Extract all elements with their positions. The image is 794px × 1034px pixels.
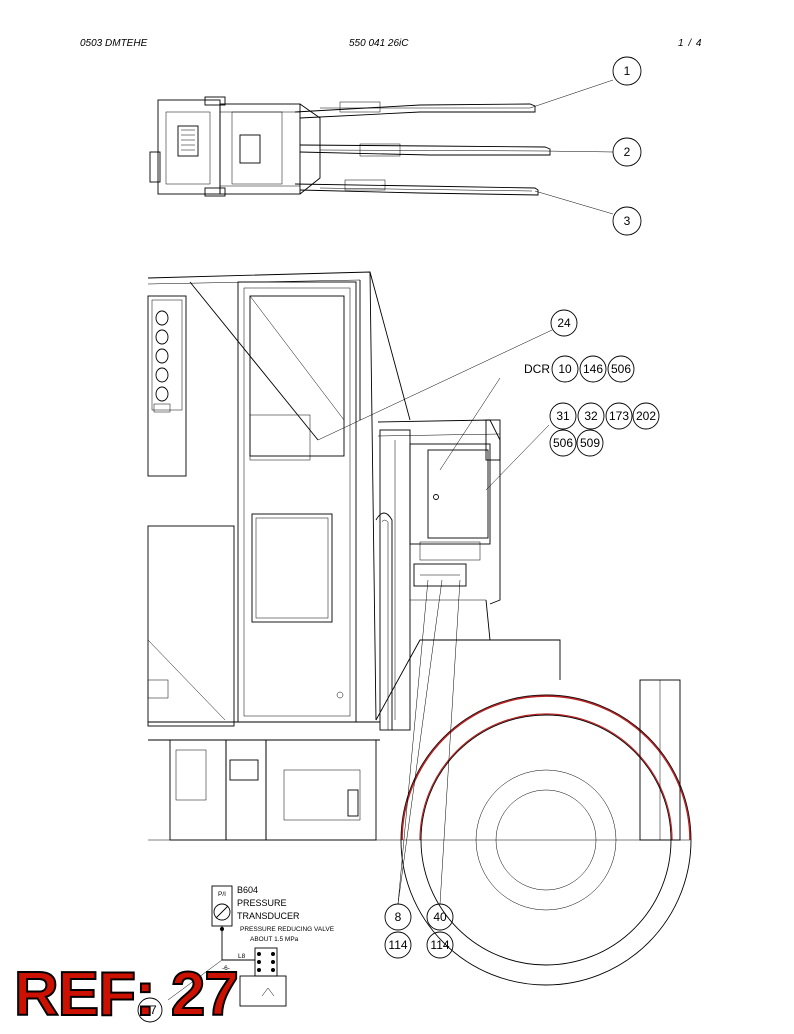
pressure-schematic: P/I B604 PRESSURE TRANSDUCER PRESSURE RE… xyxy=(137,885,335,1023)
callouts-top: 1 2 3 xyxy=(529,56,642,236)
callout-label: 2 xyxy=(624,145,631,159)
schematic-line2: TRANSDUCER xyxy=(237,911,300,921)
callout-label: 77 xyxy=(143,1003,157,1017)
callout-label: 8 xyxy=(395,910,402,924)
wire-label: L8 xyxy=(238,953,246,960)
callout-label: 10 xyxy=(558,362,572,376)
callout-label: 202 xyxy=(636,409,656,423)
gauge-label: P/I xyxy=(218,891,226,898)
callouts-main: 24 DCR 10 146 506 31 32 173 202 506 509 … xyxy=(317,309,660,959)
callout-label: 114 xyxy=(388,938,407,952)
callout-label: 3 xyxy=(624,214,631,228)
callout-label: 24 xyxy=(557,316,571,330)
schematic-line1: PRESSURE xyxy=(237,898,287,908)
machine-side-view xyxy=(147,271,692,986)
header-page-number: 1 / 4 xyxy=(678,38,703,49)
callout-label: 40 xyxy=(433,910,447,924)
callout-label: 1 xyxy=(624,64,631,78)
callout-label: 506 xyxy=(611,362,631,376)
header-doc-code: 0503 DMTEHE xyxy=(80,38,148,49)
callout-label: 146 xyxy=(583,362,603,376)
header-part-number: 550 041 26iC xyxy=(349,38,409,49)
callout-bubble xyxy=(612,206,642,236)
ref-stamp: REF: 27 xyxy=(13,960,240,1029)
schematic-note2: ABOUT 1.5 MPa xyxy=(250,936,299,943)
callout-label: 31 xyxy=(556,409,570,423)
callout-label: 506 xyxy=(553,436,573,450)
callout-label: 173 xyxy=(609,409,629,423)
schematic-tag: B604 xyxy=(237,885,258,895)
dcr-label: DCR xyxy=(524,362,550,376)
callout-bubble xyxy=(612,56,642,86)
wire-number: -6- xyxy=(222,965,230,972)
rig-top-view xyxy=(149,96,551,197)
callout-bubble xyxy=(612,137,642,167)
callout-label: 32 xyxy=(584,409,598,423)
callout-label: 114 xyxy=(430,938,449,952)
callout-label: 509 xyxy=(580,436,600,450)
schematic-note1: PRESSURE REDUCING VALVE xyxy=(240,926,335,933)
